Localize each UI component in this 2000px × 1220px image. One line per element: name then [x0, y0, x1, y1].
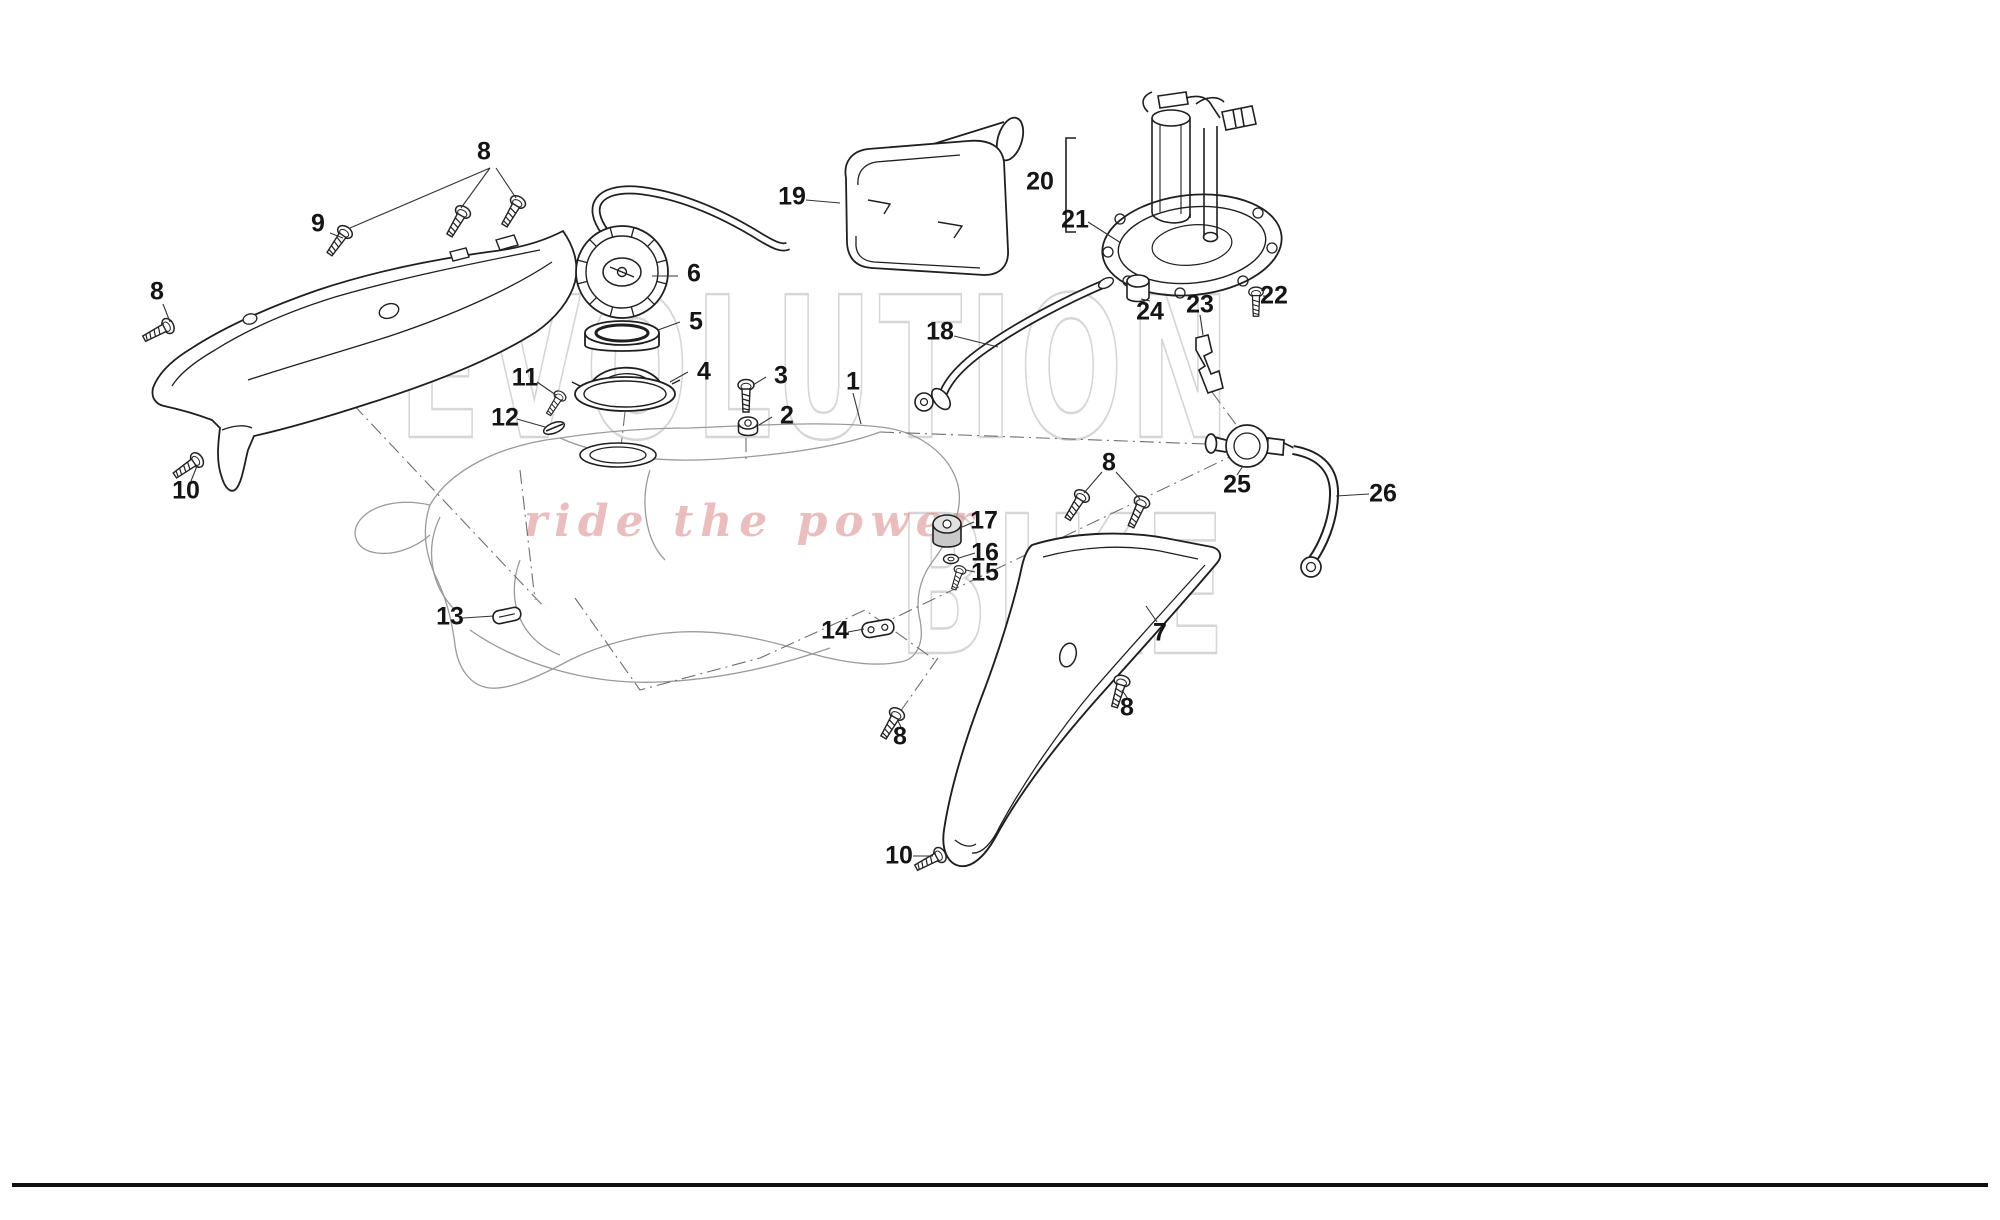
grommet-17: [932, 514, 962, 548]
pump-flange-21: [1101, 193, 1283, 299]
fuel-pump-assembly: [1142, 91, 1257, 243]
leader-lines: [162, 167, 1370, 857]
evap-canister: [844, 116, 1025, 276]
cap-gasket: [584, 320, 660, 352]
rollover-valve-25: [1204, 424, 1295, 468]
rubber-pad-13: [492, 606, 522, 625]
screw-11: [542, 388, 569, 419]
spacer-24: [1126, 274, 1150, 303]
rubber-pad-14: [861, 618, 895, 639]
mounting-bracket-20: [1065, 137, 1076, 233]
washer-16: [942, 553, 960, 565]
tank-filler-neck: [579, 442, 657, 468]
fuel-hose-18: [914, 276, 1115, 412]
cap-retainer-ring: [571, 366, 681, 412]
watermark-tagline: ride the power: [524, 496, 981, 547]
clip-23: [1195, 334, 1224, 394]
screw-15: [947, 563, 968, 592]
screw-3: [737, 378, 755, 413]
fuel-tank-outline: [354, 423, 960, 689]
grommet-2: [737, 416, 759, 437]
fuel-cap: [575, 225, 669, 319]
left-side-panel: [151, 229, 578, 492]
bottom-rule: [12, 1183, 1988, 1187]
bolt-22: [1248, 286, 1264, 317]
right-side-panel: [942, 532, 1222, 868]
clip-12: [542, 421, 566, 435]
drain-hose-26: [1291, 445, 1340, 578]
breather-hose: [591, 185, 791, 252]
